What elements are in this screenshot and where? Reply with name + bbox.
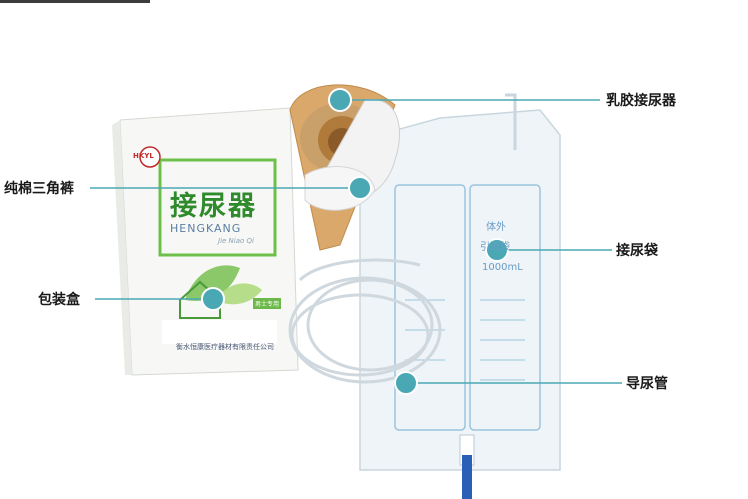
package-brand: HENGKANG xyxy=(170,222,242,235)
latex-receiver xyxy=(289,84,401,251)
brand-logo: HKYL xyxy=(133,152,154,160)
callout-latex: 乳胶接尿器 xyxy=(606,93,676,109)
bag-label-mid: 引流袋 xyxy=(480,242,510,253)
callout-cotton: 纯棉三角裤 xyxy=(4,181,74,197)
package-box xyxy=(112,107,299,376)
callout-bag: 接尿袋 xyxy=(616,243,658,259)
package-title: 接尿器 xyxy=(170,191,257,222)
callout-lines xyxy=(90,99,622,384)
top-bar xyxy=(0,0,150,3)
drainage-tube xyxy=(288,258,442,384)
callout-box: 包装盒 xyxy=(38,292,80,308)
bag-capacity: 1000mL xyxy=(482,262,523,273)
package-badge: 男士专用 xyxy=(253,298,282,309)
callout-tube: 导尿管 xyxy=(626,376,668,392)
package-pinyin: Jie Niao Qi xyxy=(218,237,254,245)
callout-dots xyxy=(201,88,509,395)
package-manufacturer: 衡水恒康医疗器材有限责任公司 xyxy=(176,343,274,351)
bag-label-top: 体外 xyxy=(486,222,506,233)
